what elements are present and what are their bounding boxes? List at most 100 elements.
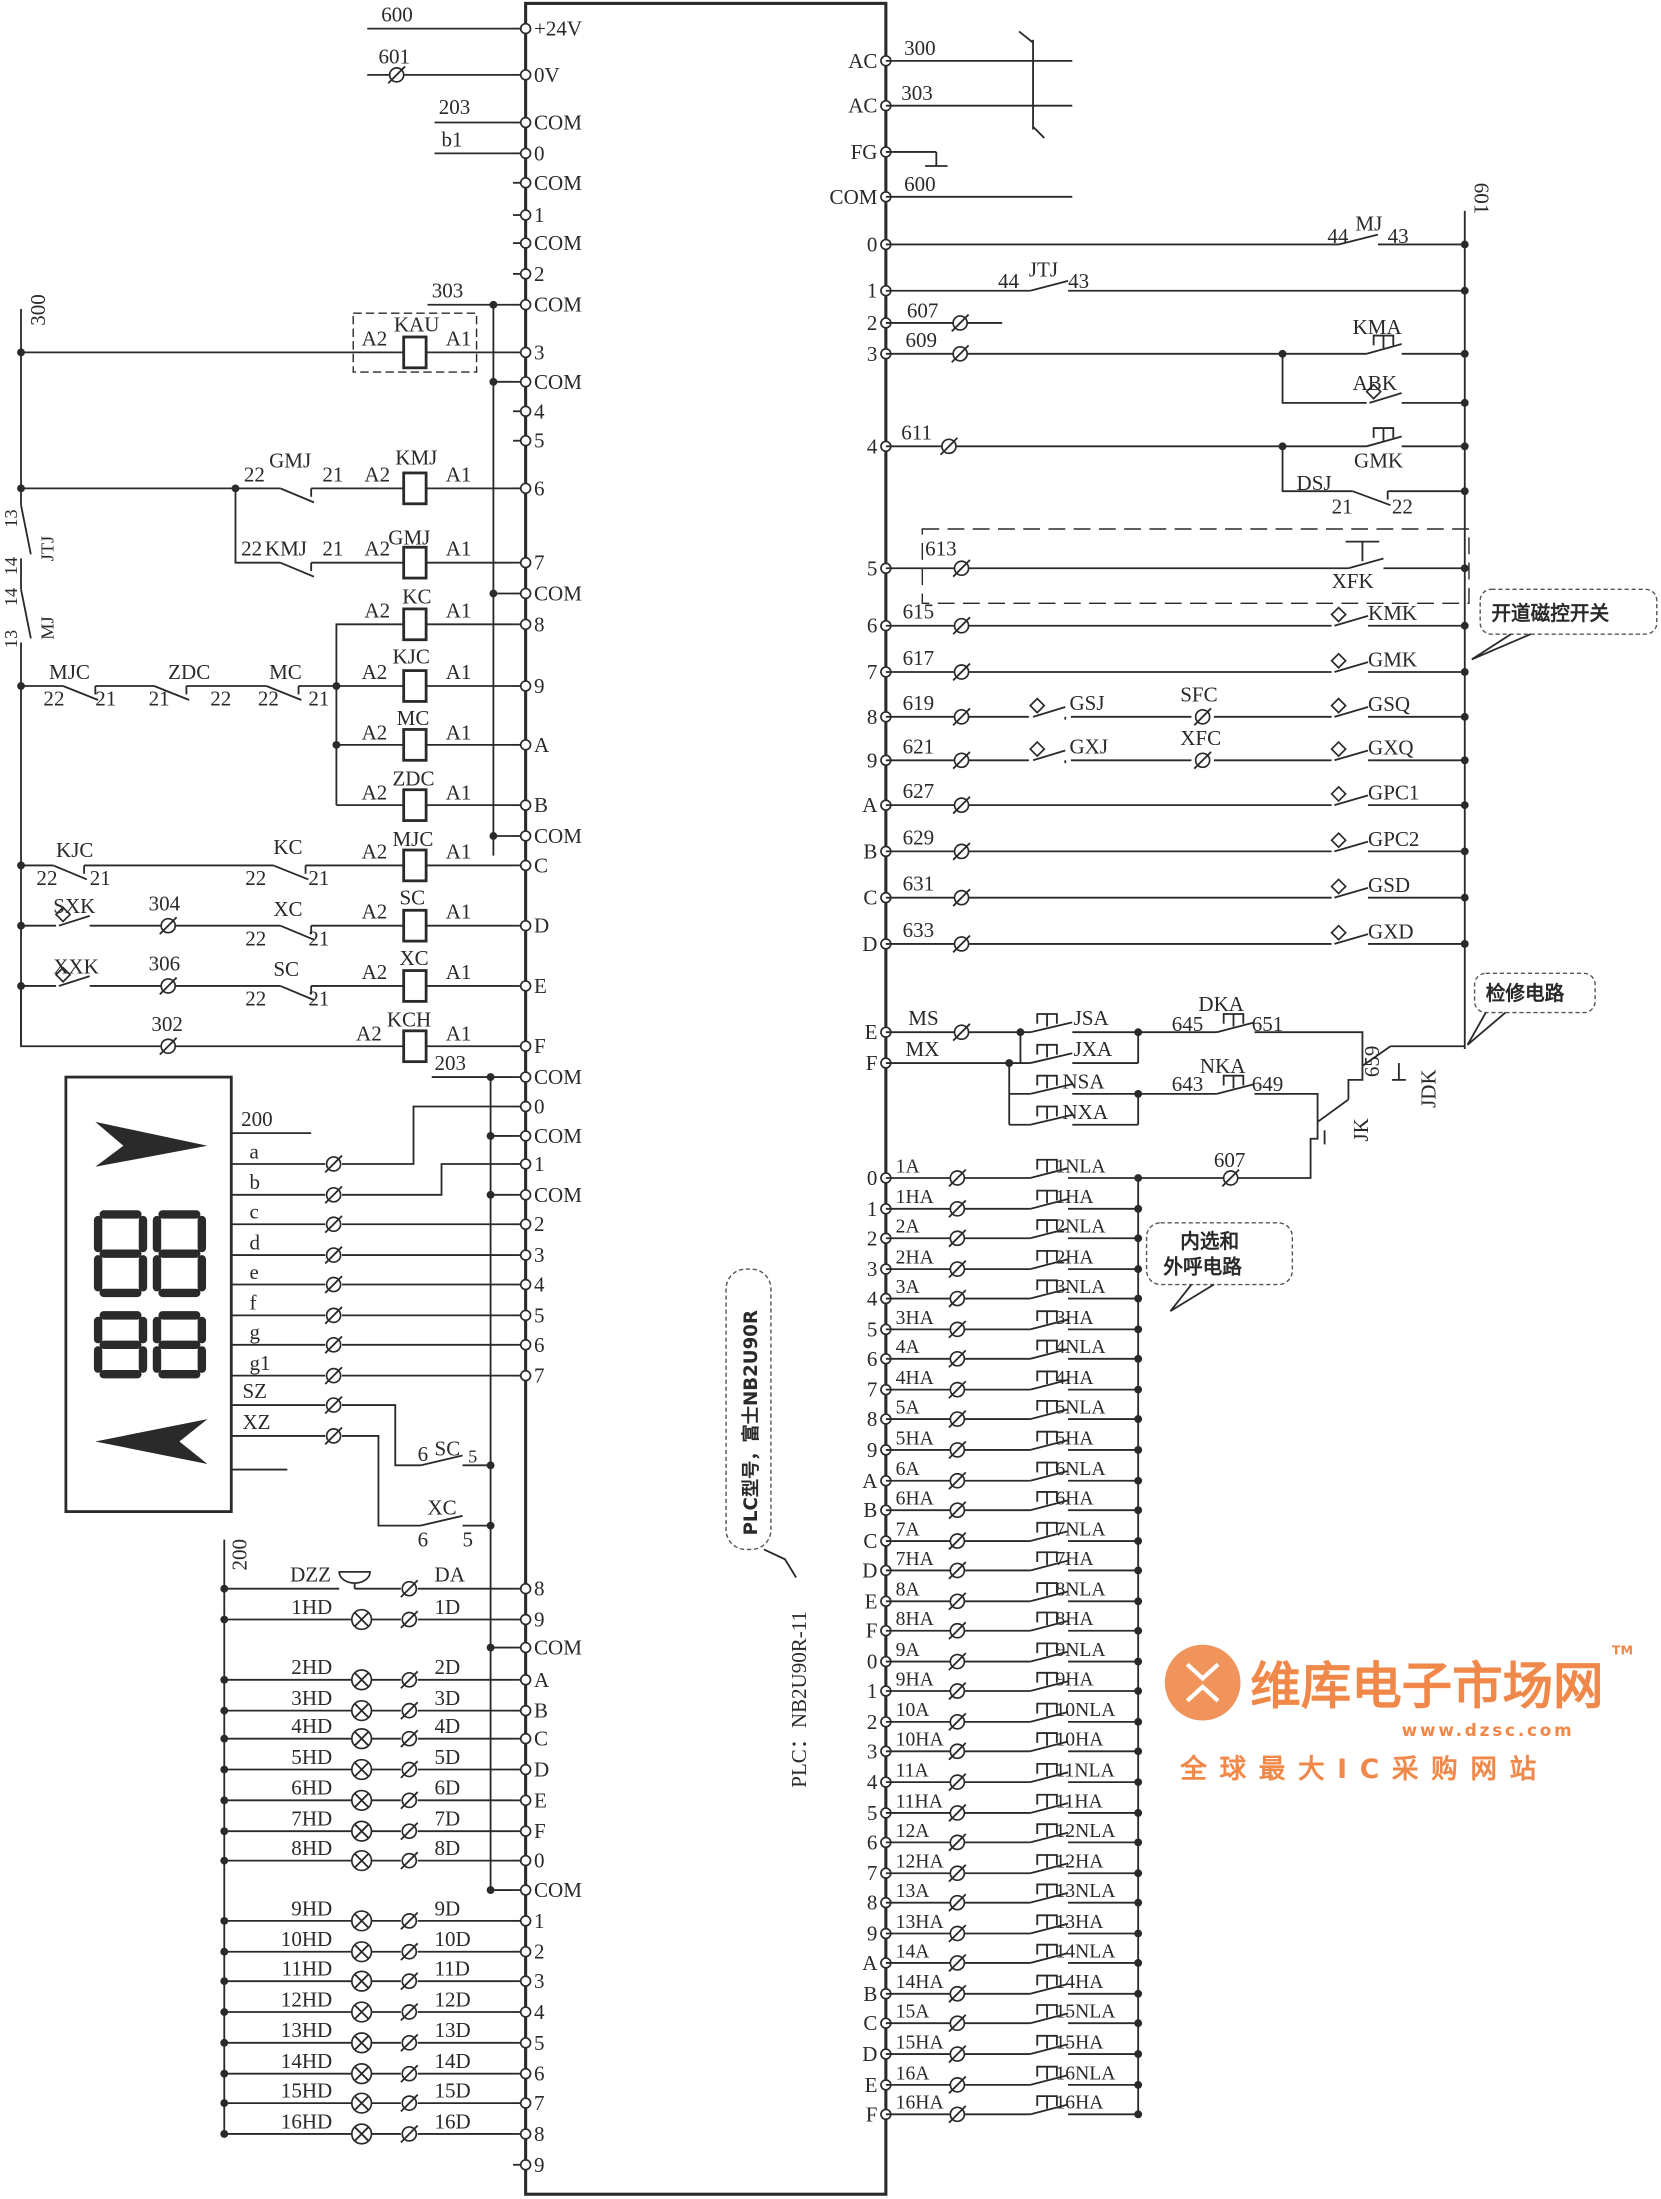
lamp-icon: [353, 2066, 370, 2082]
terminal-block-icon: [400, 1729, 419, 1748]
no-contact-icon: [1366, 343, 1402, 355]
wire-label: 615: [903, 600, 935, 624]
no-contact-icon: [1030, 1740, 1069, 1753]
terminal-block-icon: [400, 2064, 419, 2083]
limit-switch-icon: [1330, 652, 1347, 669]
terminal-icon: [519, 346, 532, 359]
terminal-block-icon: [952, 934, 971, 953]
plc-right-terminal-label: B: [863, 839, 877, 863]
break-mark: [1018, 30, 1034, 44]
wire-label: 22: [1392, 495, 1413, 519]
plc-body: [524, 1, 888, 2196]
wire-label: ABK: [1353, 371, 1397, 395]
jdk-contact-icon: [1361, 1045, 1391, 1067]
no-contact-icon: [1032, 706, 1066, 718]
no-contact-icon: [1030, 1167, 1069, 1179]
wire-label: 21: [95, 687, 116, 711]
terminal-icon: [519, 1582, 532, 1595]
terminal-icon: [519, 1278, 532, 1291]
call-left-label: 16A: [896, 2063, 931, 2084]
terminal-icon: [519, 1945, 532, 1958]
terminal-icon: [519, 1071, 532, 1083]
relay-coil-icon: [402, 788, 428, 822]
no-contact-icon: [1030, 2012, 1069, 2025]
nc-contact-icon: [279, 487, 315, 504]
wire-label: 631: [903, 872, 935, 896]
terminal-block-icon: [948, 1953, 967, 1972]
call-right-label: 5HA: [1055, 1428, 1094, 1449]
terminal-block-icon: [1193, 751, 1212, 770]
call-right-label: 15NLA: [1055, 2002, 1116, 2023]
lamp-label: 5HD: [291, 1745, 332, 1769]
terminal-icon: [519, 1854, 532, 1867]
relay-coil-icon: [402, 969, 428, 1003]
lamp-label: 13HD: [281, 2018, 332, 2042]
junction-dot: [1134, 1445, 1143, 1454]
wire-label: NXA: [1062, 1100, 1108, 1124]
terminal-block-icon: [159, 976, 178, 996]
terminal-icon: [519, 177, 532, 189]
wire-label: SFC: [1180, 682, 1217, 706]
wire-label: XC: [428, 1495, 457, 1519]
relay-label: KMJ: [395, 446, 437, 470]
relay-label: SC: [399, 886, 425, 910]
plc-right-terminal-label: 0: [867, 1166, 878, 1190]
lamp-icon: [353, 1823, 370, 1839]
lamp-icon: [353, 1761, 370, 1778]
junction-dot: [1134, 1626, 1143, 1635]
wire-label: GMK: [1354, 448, 1403, 472]
wire: [342, 1105, 514, 1165]
watermark-url: www.dzsc.com: [1402, 1720, 1575, 1740]
call-right-label: 11NLA: [1055, 1761, 1115, 1782]
kau-dashed-box: [352, 312, 478, 373]
call-right-label: 9NLA: [1055, 1640, 1106, 1661]
wire-label: 600: [381, 3, 413, 27]
junction-dot: [1134, 1354, 1143, 1363]
segment-label: e: [250, 1260, 259, 1284]
plc-right-terminal-label: 9: [867, 1922, 878, 1946]
lamp-wire-label: 3D: [435, 1686, 461, 1710]
call-left-label: 1HA: [896, 1187, 935, 1208]
terminal-block-icon: [400, 1911, 419, 1930]
wire-label: KMJ: [265, 537, 307, 561]
call-left-label: 15HA: [896, 2032, 945, 2053]
limit-switch-icon: [1330, 740, 1347, 758]
terminal-block-icon: [400, 2033, 419, 2052]
terminal-icon: [519, 1130, 532, 1142]
wire-label: 22: [36, 866, 57, 890]
pushbutton-icon: [1036, 1370, 1058, 1382]
lamp-icon: [353, 1913, 370, 1929]
relay-coil-icon: [402, 335, 428, 370]
relay-coil-icon: [402, 728, 428, 762]
lamp-wire-label: 7D: [435, 1807, 461, 1831]
terminal-block-icon: [948, 1199, 967, 1218]
lamp-label: 1HD: [291, 1595, 332, 1619]
plc-right-terminal-label: 5: [867, 556, 878, 580]
terminal-icon: [519, 2128, 532, 2140]
lamp-wire-label: 14D: [435, 2049, 471, 2073]
call-right-label: 6NLA: [1055, 1459, 1106, 1480]
call-left-label: 14A: [896, 1941, 931, 1962]
plc-left-terminal-label: COM: [534, 370, 582, 394]
plc-right-terminal-label: F: [866, 2102, 878, 2126]
junction-dot: [1134, 1566, 1143, 1575]
terminal-block-icon: [948, 1410, 967, 1429]
terminal-icon: [519, 1309, 532, 1322]
call-left-label: 11HA: [896, 1791, 944, 1812]
call-right-label: 3NLA: [1055, 1277, 1106, 1298]
terminal-block-icon: [324, 1335, 343, 1354]
plc-right-terminal-label: C: [863, 886, 877, 910]
plc-left-terminal-label: C: [534, 1727, 548, 1751]
no-contact-icon: [1030, 1680, 1069, 1692]
relay-coil-icon: [402, 545, 428, 580]
call-left-label: 4HA: [896, 1368, 935, 1389]
terminal-block-icon: [948, 1320, 967, 1339]
pushbutton-icon: [1222, 1074, 1245, 1086]
junction-dot: [486, 1521, 495, 1530]
wire-label: 13: [1, 630, 21, 648]
plc-left-terminal-label: COM: [534, 581, 582, 605]
terminal-icon: [519, 1641, 532, 1654]
nc-contact-icon: [52, 864, 88, 881]
callout-pointer: [763, 1548, 797, 1578]
junction-dot: [1460, 801, 1469, 810]
